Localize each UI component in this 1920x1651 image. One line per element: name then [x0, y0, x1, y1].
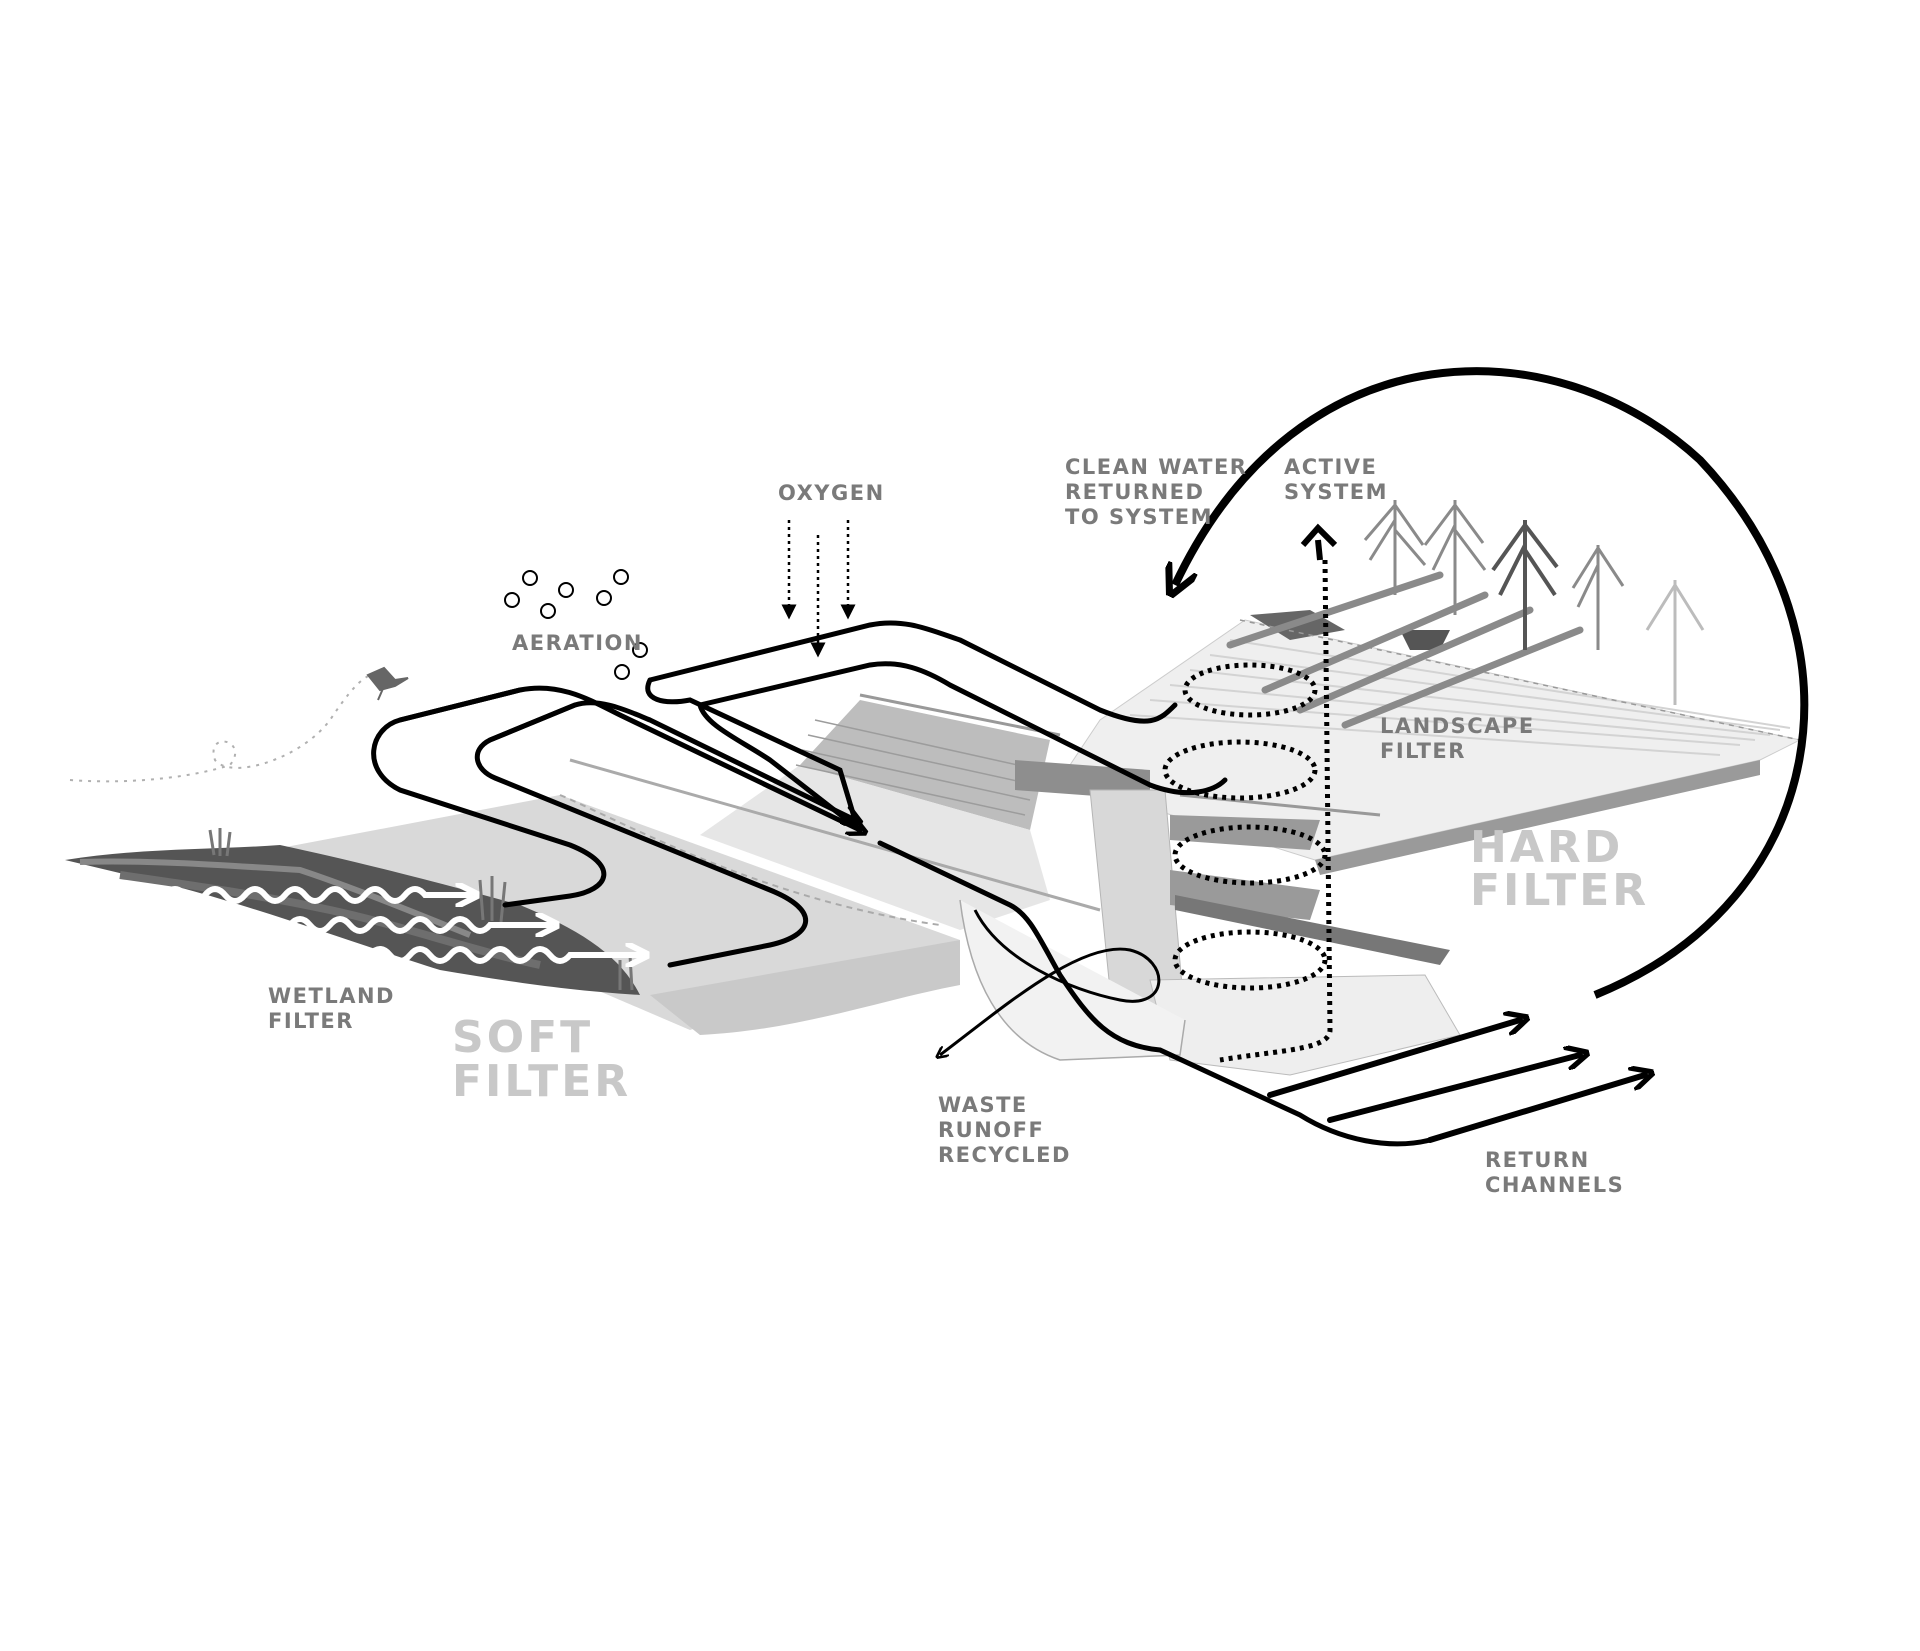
- soft-filter-label-line2: FILTER: [452, 1056, 631, 1107]
- clean-water-label-line1: CLEAN WATER: [1065, 455, 1247, 479]
- active-system-arrow: [1300, 523, 1338, 561]
- clean-water-label-line3: TO SYSTEM: [1065, 505, 1213, 529]
- oxygen-label: OXYGEN: [778, 481, 885, 505]
- wetland-flow-arrows: [162, 889, 640, 961]
- bird-flight-path: [69, 674, 371, 783]
- return-channel-arrows: [1267, 1020, 1645, 1143]
- waste-runoff-arrow: [940, 909, 1161, 1055]
- bird-icon: [366, 666, 409, 701]
- soft-filter-label-line1: SOFT: [452, 1012, 593, 1063]
- tree-icon: [1363, 500, 1705, 705]
- active-system-label-line2: SYSTEM: [1284, 480, 1388, 504]
- wetland-terrain: [65, 828, 640, 995]
- soft-filter-ground: [270, 794, 960, 1035]
- bubble-icon: [504, 569, 648, 680]
- stadium-building: [569, 693, 1461, 1076]
- serpentine-flow: [371, 620, 1433, 1147]
- hard-filter-label-line1: HARD: [1470, 822, 1623, 873]
- clean-water-return-arrow: [1175, 367, 1809, 999]
- aeration-label: AERATION: [512, 631, 643, 655]
- wetland-filter-label-line1: WETLAND: [268, 984, 395, 1008]
- landscape-filter-label-line2: FILTER: [1380, 739, 1466, 763]
- return-channels-label-line1: RETURN: [1485, 1148, 1590, 1172]
- waste-runoff-label-line2: RUNOFF: [938, 1118, 1044, 1142]
- return-channels-label-line2: CHANNELS: [1485, 1173, 1624, 1197]
- landscape-filter-bars: [1226, 571, 1584, 729]
- waste-runoff-label-line3: RECYCLED: [938, 1143, 1071, 1167]
- oxygen-arrows: [781, 520, 856, 658]
- active-system-label-line1: ACTIVE: [1284, 455, 1377, 479]
- hard-filter-label-line2: FILTER: [1470, 865, 1649, 916]
- wetland-filter-label-line2: FILTER: [268, 1009, 354, 1033]
- waste-runoff-label-line1: WASTE: [938, 1093, 1028, 1117]
- active-system-vortex: [1162, 559, 1333, 1063]
- landscape-filter-label-line1: LANDSCAPE: [1380, 714, 1535, 738]
- clean-water-label-line2: RETURNED: [1065, 480, 1204, 504]
